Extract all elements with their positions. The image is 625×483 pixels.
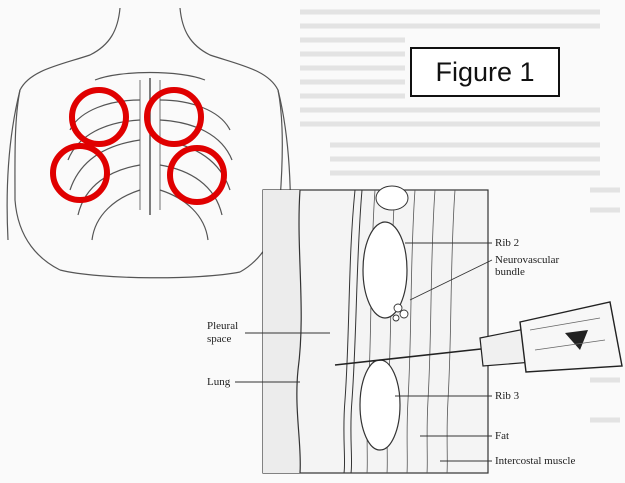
marker-circles <box>53 90 224 202</box>
cross-section-panel <box>263 186 488 473</box>
label-pleural-line1: Pleural <box>207 320 238 332</box>
rib-2-shape <box>363 222 407 318</box>
label-fat: Fat <box>495 430 509 442</box>
label-neurovascular-line1: Neurovascular <box>495 254 559 266</box>
label-neurovascular-line2: bundle <box>495 266 525 278</box>
rib-3-shape <box>360 360 400 450</box>
label-rib-2: Rib 2 <box>495 237 519 249</box>
label-pleural-line2: space <box>207 333 231 345</box>
marker-lower-right <box>170 148 224 202</box>
torso-drawing <box>7 8 290 278</box>
label-rib-3: Rib 3 <box>495 390 519 402</box>
marker-lower-left <box>53 146 107 200</box>
label-intercostal-muscle: Intercostal muscle <box>495 455 575 467</box>
label-lung: Lung <box>207 376 230 388</box>
marker-upper-right <box>147 90 201 144</box>
figure-label: Figure 1 <box>410 47 560 97</box>
